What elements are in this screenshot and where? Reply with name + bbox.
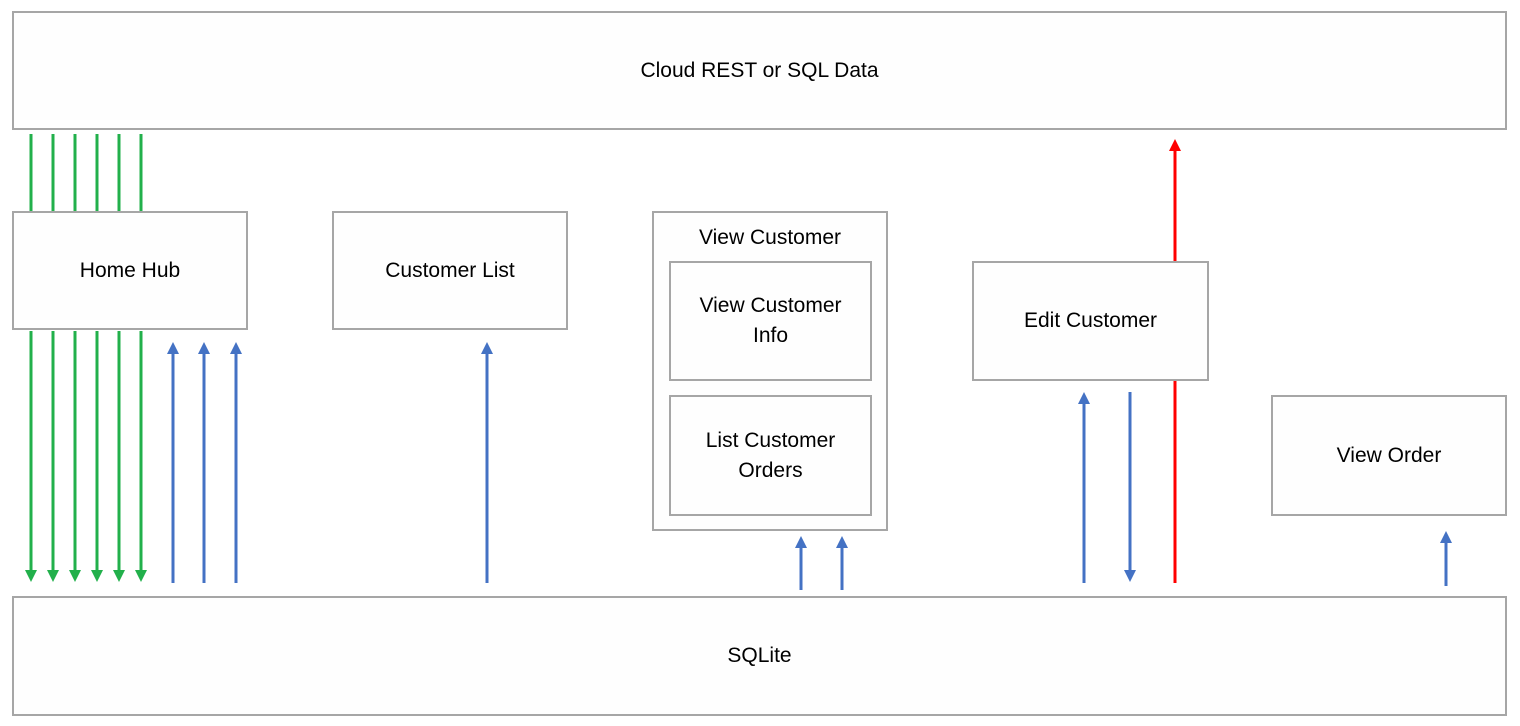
sqlite-to-cloud-arrow <box>1169 139 1181 583</box>
sqlite-to-view-order-arrow <box>1440 531 1452 586</box>
customer-list-box: Customer List <box>332 211 568 330</box>
sync-down-arrow <box>91 331 103 582</box>
view-customer-label: View Customer <box>699 226 841 249</box>
view-customer-info-box: View Customer Info <box>669 261 872 381</box>
home-hub-to-sqlite-arrows <box>25 331 147 582</box>
read-up-arrow <box>836 536 848 590</box>
home-hub-box: Home Hub <box>12 211 248 330</box>
sqlite-box: SQLite <box>12 596 1507 716</box>
edit-customer-box: Edit Customer <box>972 261 1209 381</box>
view-order-box: View Order <box>1271 395 1507 516</box>
sqlite-to-edit-customer-arrow <box>1078 392 1090 583</box>
view-order-label: View Order <box>1336 443 1442 467</box>
read-up-arrow <box>167 342 179 583</box>
read-up-arrow <box>230 342 242 583</box>
home-hub-label: Home Hub <box>79 258 181 282</box>
edit-customer-to-sqlite-arrow <box>1124 392 1136 582</box>
cloud-to-home-hub-lines <box>29 134 143 211</box>
cloud-data-box: Cloud REST or SQL Data <box>12 11 1507 130</box>
sqlite-to-customer-list-arrow <box>481 342 493 583</box>
sqlite-to-home-hub-arrows <box>167 342 242 583</box>
sqlite-to-view-customer-arrows <box>795 536 848 590</box>
read-up-arrow <box>795 536 807 590</box>
sync-down-arrow <box>47 331 59 582</box>
list-customer-orders-box: List Customer Orders <box>669 395 872 516</box>
edit-customer-label: Edit Customer <box>1023 309 1158 332</box>
list-customer-orders-label: List Customer Orders <box>705 428 836 482</box>
cloud-data-label: Cloud REST or SQL Data <box>640 58 879 82</box>
sync-down-arrow <box>69 331 81 582</box>
read-up-arrow <box>198 342 210 583</box>
sync-down-arrow <box>113 331 125 582</box>
customer-list-label: Customer List <box>385 258 515 282</box>
view-customer-info-label: View Customer Info <box>699 294 842 347</box>
sync-down-arrow <box>25 331 37 582</box>
sync-down-arrow <box>135 331 147 582</box>
sqlite-label: SQLite <box>727 644 792 667</box>
